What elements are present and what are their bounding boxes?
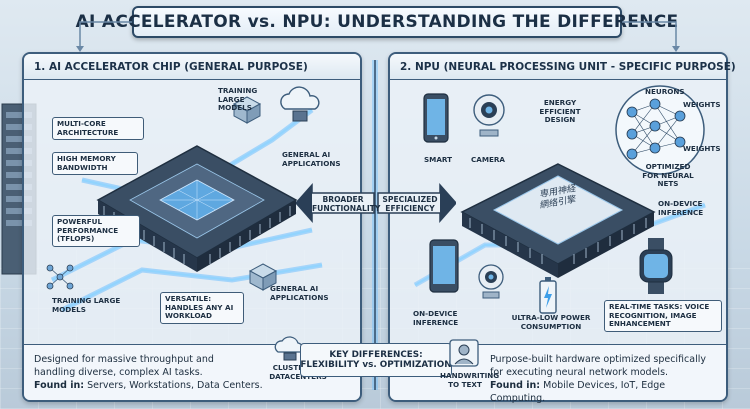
ai-accelerator-found-value: Servers, Workstations, Data Centers. (87, 380, 263, 391)
versatile-label: VERSATILE: HANDLES ANY AI WORKLOAD (160, 292, 244, 324)
npu-heading: 2. NPU (NEURAL PROCESSING UNIT - SPECIFI… (400, 60, 736, 73)
optimized-neural-nets-label: OPTIMIZED FOR NEURAL NETS (642, 162, 694, 188)
handwriting-to-text-label: HANDWRITING TO TEXT (440, 371, 500, 389)
flexibility-vs-optimization: FLEXIBILITY vs. OPTIMIZATION (300, 360, 452, 370)
banner-connectors (76, 21, 680, 52)
center-divider (372, 60, 378, 390)
npu-found-value: Mobile Devices, IoT, Edge Computing. (490, 380, 666, 404)
npu-description-text: Purpose-built hardware optimized specifi… (490, 354, 706, 378)
training-large-models-top-label: TRAINING LARGE MODELS (218, 86, 258, 112)
npu-chip (460, 163, 656, 278)
key-differences-box: KEY DIFFERENCES: FLEXIBILITY vs. OPTIMIZ… (300, 343, 452, 377)
neural-network-diagram (615, 85, 705, 175)
specialized-efficiency-arrow (377, 183, 456, 223)
general-ai-applications-bottom-label: GENERAL AI APPLICATIONS (270, 284, 329, 302)
neurons-label: NEURONS (645, 87, 685, 96)
specialized-efficiency-label: SPECIALIZED EFFICIENCY (382, 195, 438, 213)
camera-icon (473, 94, 505, 137)
battery-icon (539, 277, 557, 314)
webcam-icon (478, 264, 504, 299)
title-banner: AI ACCELERATOR vs. NPU: UNDERSTANDING TH… (76, 6, 678, 38)
powerful-performance-label: POWERFUL PERFORMANCE (TFLOPS) (52, 215, 140, 247)
cube-icon-bottom (248, 263, 278, 291)
page-title: AI ACCELERATOR vs. NPU: UNDERSTANDING TH… (75, 12, 679, 32)
cube-icon (232, 96, 262, 124)
high-memory-label: HIGH MEMORY BANDWIDTH (52, 152, 138, 175)
camera-label: CAMERA (471, 155, 505, 164)
ai-accelerator-description-text: Designed for massive throughput and hand… (34, 354, 214, 378)
cloud-server-icon (280, 86, 320, 122)
neural-network-icon (46, 264, 74, 290)
smart-label: SMART (424, 155, 453, 164)
real-time-tasks-label: REAL-TIME TASKS: VOICE RECOGNITION, IMAG… (604, 300, 722, 332)
general-ai-applications-top-label: GENERAL AI APPLICATIONS (282, 150, 341, 168)
key-differences-title: KEY DIFFERENCES: (329, 350, 423, 360)
ultra-low-power-label: ULTRA-LOW POWER CONSUMPTION (511, 313, 591, 331)
handwriting-person-icon (449, 339, 479, 367)
training-large-models-bottom-label: TRAINING LARGE MODELS (52, 296, 121, 314)
ai-accelerator-found-label: Found in: (34, 380, 85, 391)
multi-core-label: MULTI-CORE ARCHITECTURE (52, 117, 144, 140)
tablet-icon (429, 239, 459, 293)
broader-functionality-label: BROADER FUNCTIONALITY (312, 195, 381, 213)
ai-accelerator-heading: 1. AI ACCELERATOR CHIP (GENERAL PURPOSE) (34, 60, 308, 73)
energy-efficient-label: ENERGY EFFICIENT DESIGN (539, 98, 581, 124)
npu-found-label: Found in: (490, 380, 541, 391)
ai-accelerator-heading-bar: 1. AI ACCELERATOR CHIP (GENERAL PURPOSE) (24, 54, 360, 80)
on-device-inference-top-label: ON-DEVICE INFERENCE (658, 199, 704, 217)
broader-functionality-arrow (296, 183, 375, 223)
on-device-inference-bottom-label: ON-DEVICE INFERENCE (413, 309, 459, 327)
npu-heading-bar: 2. NPU (NEURAL PROCESSING UNIT - SPECIFI… (390, 54, 736, 80)
clustering-datacenters-label: CLUSTERING DATACENTERS (269, 363, 327, 381)
smartphone-icon (423, 93, 449, 143)
smartwatch-icon (639, 238, 673, 294)
weights-top-label: WEIGHTS (683, 100, 721, 109)
weights-mid-label: WEIGHTS (683, 144, 721, 153)
